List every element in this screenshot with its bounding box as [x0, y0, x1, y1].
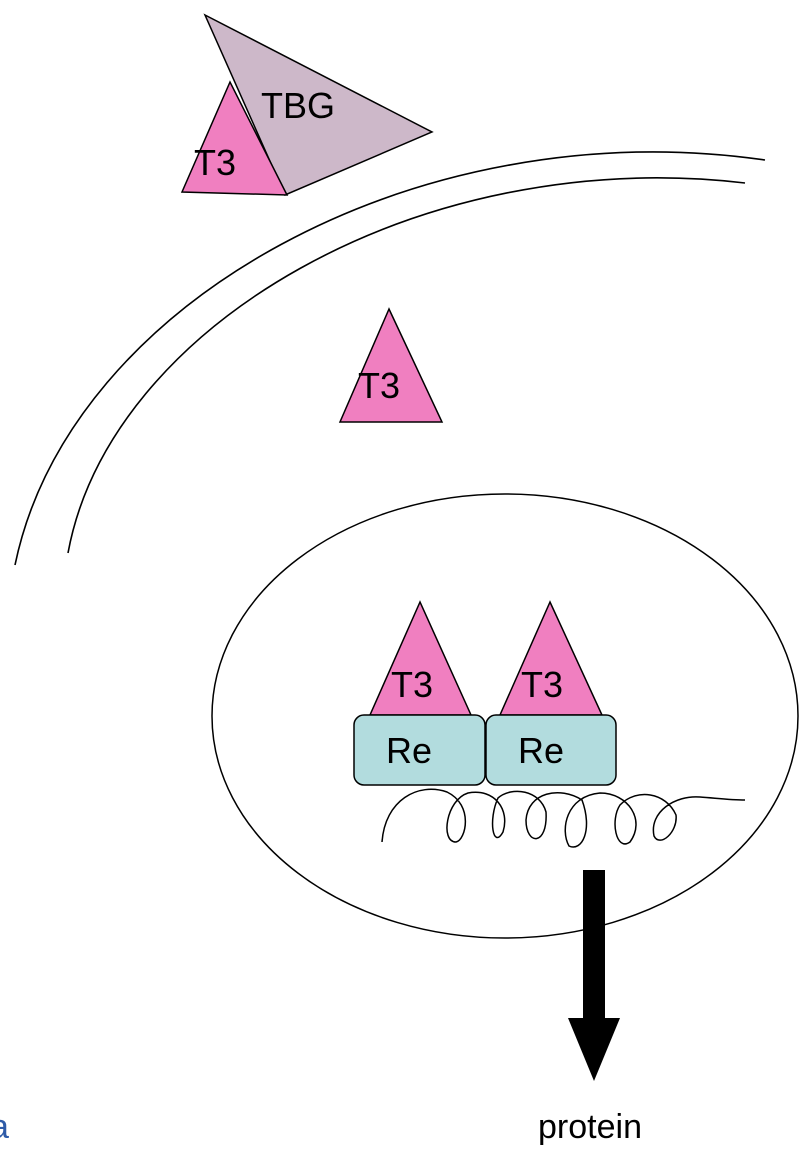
t3-receptor-left-label: T3 [391, 664, 433, 705]
t3-bound-triangle [180, 80, 289, 196]
expression-arrow-shaft [583, 870, 605, 1022]
t3-cytoplasm-triangle [338, 307, 444, 423]
tbg-shape [203, 13, 434, 196]
t3-receptor-right-label: T3 [521, 664, 563, 705]
cell-membrane-outer-line [14, 151, 766, 566]
t3-cytoplasm-label: T3 [358, 365, 400, 406]
edge-text-fragment: a [0, 1108, 9, 1146]
t3-receptor-left: T3 Re [353, 600, 486, 786]
receptor-right-label: Re [518, 730, 564, 771]
receptor-left-box [353, 714, 486, 786]
tbg-label: TBG [261, 85, 335, 126]
t3-cytoplasm: T3 [338, 307, 444, 423]
dna-coil [381, 788, 746, 848]
t3-tbg-complex: TBG T3 [180, 13, 434, 196]
t3-bound-label: T3 [194, 142, 236, 183]
protein-label: protein [538, 1108, 642, 1146]
nucleus [211, 493, 799, 939]
cell-membrane [14, 151, 766, 566]
receptor-left-label: Re [386, 730, 432, 771]
receptor-right-box [485, 714, 617, 786]
expression-arrow-head [568, 1018, 620, 1081]
expression-arrow [568, 870, 620, 1081]
t3-receptor-right: T3 Re [485, 600, 617, 786]
cell-membrane-inner-line [67, 177, 746, 554]
